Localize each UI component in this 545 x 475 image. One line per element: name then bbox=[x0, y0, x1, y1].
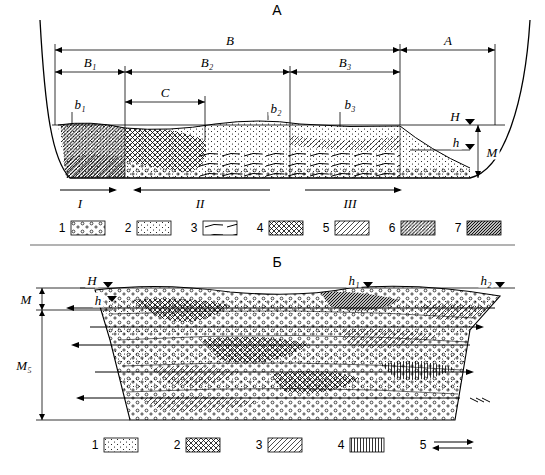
dimension-label: B₂ bbox=[199, 55, 215, 70]
dimension-label: B bbox=[224, 33, 236, 48]
level-label: H bbox=[85, 273, 98, 288]
level-label: h₂ bbox=[478, 273, 493, 288]
level-label: h bbox=[93, 293, 104, 308]
alluvial-layers bbox=[90, 280, 510, 425]
width-label: b₃ bbox=[342, 97, 357, 112]
legend-swatch bbox=[350, 438, 384, 452]
dimension-label: B₃ bbox=[337, 55, 353, 70]
legend-swatch bbox=[335, 221, 369, 235]
legend-swatch bbox=[203, 221, 237, 235]
legend-number: 3 bbox=[254, 438, 265, 452]
legend-swatch bbox=[137, 221, 171, 235]
legend-number: 3 bbox=[189, 221, 200, 235]
legend-number: 4 bbox=[336, 438, 347, 452]
width-label: b₂ bbox=[268, 101, 283, 116]
legend-number: 4 bbox=[255, 221, 266, 235]
facies-number: II bbox=[194, 196, 207, 211]
thickness-label: M bbox=[19, 292, 34, 307]
legend-swatch bbox=[104, 438, 138, 452]
dimension-label: C bbox=[159, 85, 172, 100]
dimension-label: A bbox=[442, 33, 454, 48]
level-label: h bbox=[451, 135, 462, 150]
width-label: b₁ bbox=[72, 97, 87, 112]
dimension-label: B₁ bbox=[82, 55, 98, 70]
migration-arrows bbox=[70, 308, 495, 402]
legend-number: 7 bbox=[453, 221, 464, 235]
level-label: H bbox=[448, 109, 461, 124]
legend-swatch bbox=[71, 221, 105, 235]
legend-number: 1 bbox=[57, 221, 68, 235]
panel-letter: Б bbox=[270, 254, 283, 270]
legend-number: 2 bbox=[123, 221, 134, 235]
legend-number: 1 bbox=[90, 438, 101, 452]
panel-letter: А bbox=[270, 2, 283, 18]
legend-swatch bbox=[268, 438, 302, 452]
level-label: h₁ bbox=[346, 273, 361, 288]
legend-swatch bbox=[401, 221, 435, 235]
legend-number: 2 bbox=[172, 438, 183, 452]
legend-swatch bbox=[467, 221, 501, 235]
legend-swatch bbox=[269, 221, 303, 235]
legend-swatch bbox=[432, 439, 474, 451]
legend-swatch bbox=[186, 438, 220, 452]
dimension-lines bbox=[55, 44, 495, 178]
facies-number: I bbox=[76, 196, 84, 211]
legend-number: 5 bbox=[418, 438, 429, 452]
legend-number: 5 bbox=[321, 221, 332, 235]
thickness-label: M bbox=[485, 145, 500, 160]
facies-number: III bbox=[342, 196, 359, 211]
thickness-label: M₅ bbox=[14, 358, 33, 373]
legend-number: 6 bbox=[387, 221, 398, 235]
